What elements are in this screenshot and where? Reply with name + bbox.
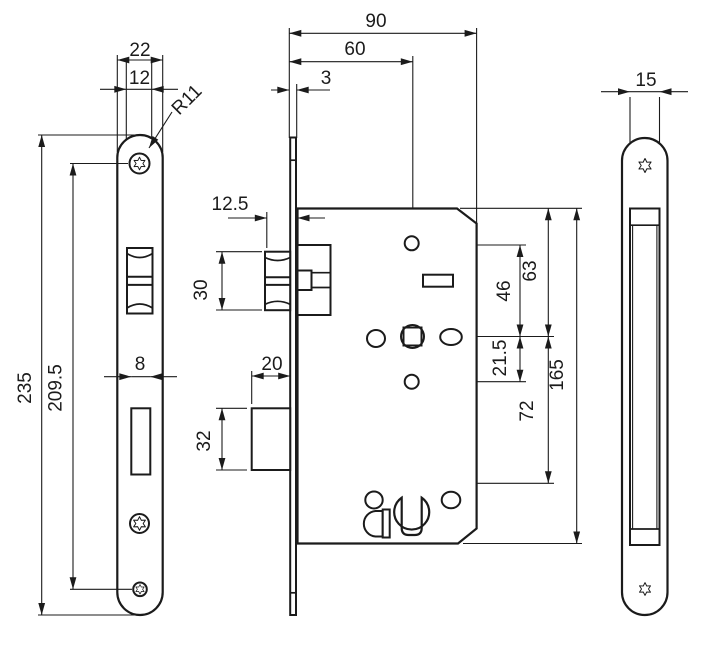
dim-label-21-5: 21.5 xyxy=(490,340,511,377)
slot-cutout xyxy=(422,273,454,288)
cam-part xyxy=(362,510,384,538)
dim-label-12-5: 12.5 xyxy=(212,194,249,215)
dim-label-72: 72 xyxy=(517,400,538,421)
dim-label-60: 60 xyxy=(344,39,365,60)
lock-case-side-view: 90 60 3 12.5 30 20 32 46 21.5 xyxy=(191,11,582,616)
oval-hole-left xyxy=(366,329,386,348)
faceplate-front-view: 22 12 R11 8 235 209.5 xyxy=(15,40,207,617)
faceplate-edge xyxy=(289,136,298,616)
lock-body xyxy=(296,207,478,545)
spindle-square xyxy=(402,326,423,347)
latch-follower-notch xyxy=(296,269,313,291)
cover-plate-view: 15 xyxy=(601,70,688,617)
cylinder-hole xyxy=(393,495,431,537)
small-hole-left xyxy=(364,490,384,510)
dim-label-165: 165 xyxy=(547,359,568,391)
leader-line xyxy=(148,111,173,149)
oval-hole-right xyxy=(439,328,463,346)
dim-label-15: 15 xyxy=(635,70,656,91)
latch-bevel-top xyxy=(126,252,153,259)
dim-label-235: 235 xyxy=(15,372,36,404)
latch-bevel-top xyxy=(264,256,291,262)
fixing-hole-top xyxy=(403,235,420,252)
cam-plate xyxy=(381,508,391,539)
dim-label-3: 3 xyxy=(321,68,332,89)
plate-channel xyxy=(629,207,661,546)
latch-bevel-bottom xyxy=(264,300,291,306)
deadbolt xyxy=(250,407,292,471)
dim-label-22: 22 xyxy=(129,40,150,61)
dim-label-209-5: 209.5 xyxy=(46,364,67,412)
deadbolt-slot xyxy=(130,407,152,476)
dim-label-30: 30 xyxy=(191,279,212,300)
dim-label-20: 20 xyxy=(261,354,282,375)
dim-label-r11: R11 xyxy=(168,81,207,120)
dim-label-90: 90 xyxy=(365,11,386,32)
small-hole-right xyxy=(440,490,462,510)
fixing-hole-bottom xyxy=(403,373,420,390)
spindle-follower xyxy=(400,324,425,349)
dim-label-12: 12 xyxy=(129,68,150,89)
faceplate-outline xyxy=(116,133,164,617)
dim-label-46: 46 xyxy=(494,280,515,301)
dim-label-8: 8 xyxy=(135,354,146,375)
latch-opening xyxy=(126,247,154,315)
dim-label-63: 63 xyxy=(520,260,541,281)
latch-bevel-bottom xyxy=(126,303,153,309)
dim-label-32: 32 xyxy=(194,430,215,451)
